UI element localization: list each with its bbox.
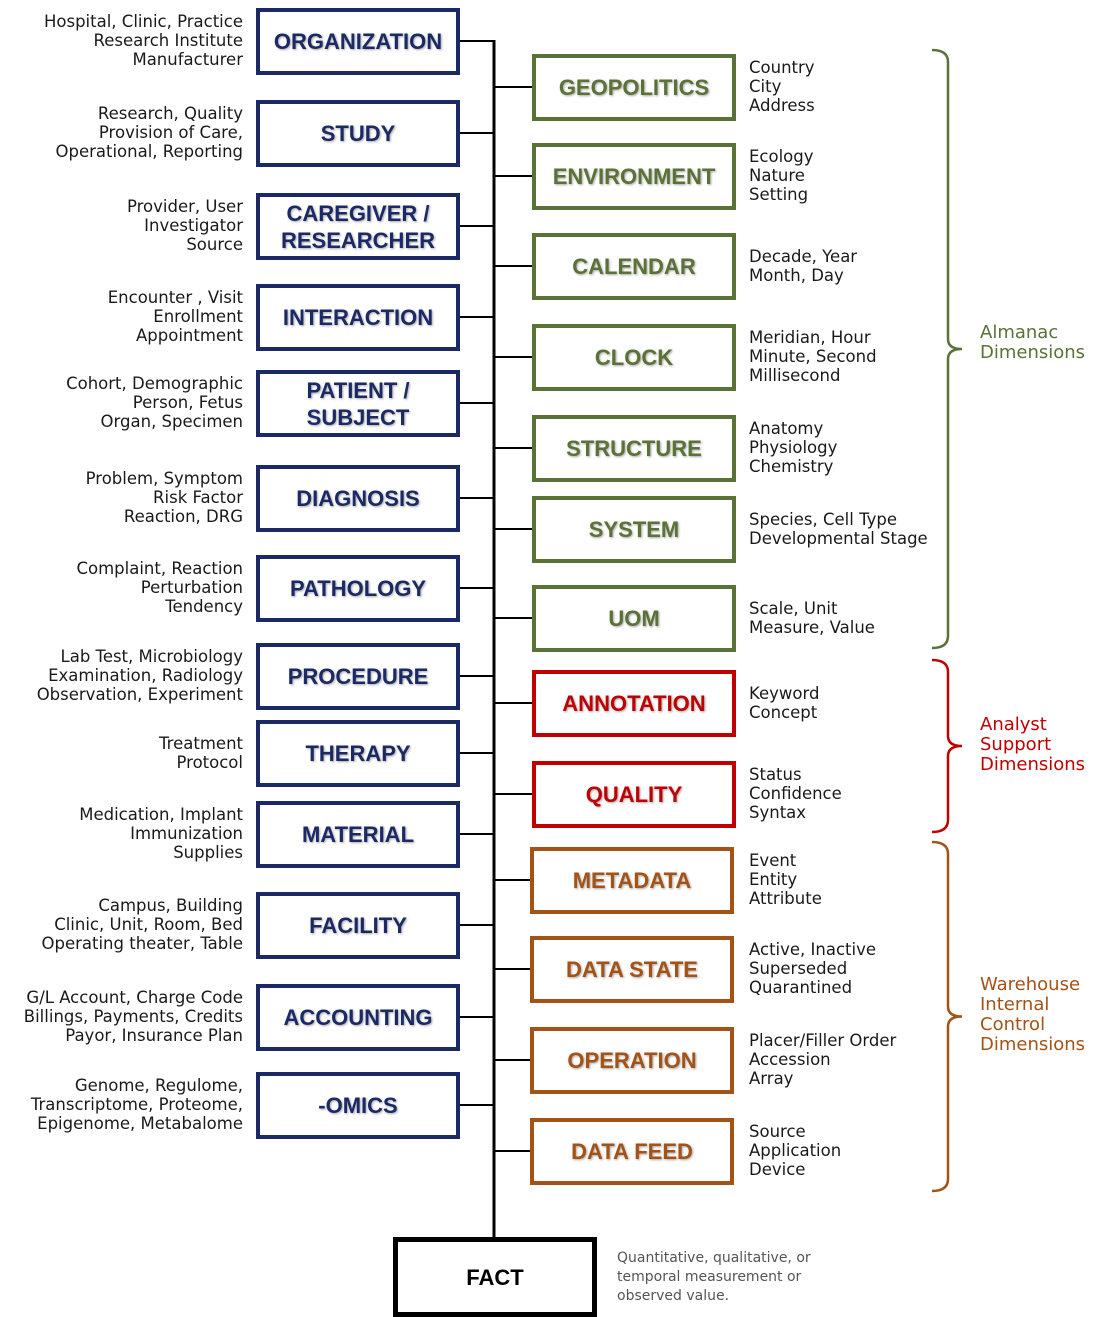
dimension-description-data-feed: Source Application Device bbox=[749, 1122, 842, 1179]
dimension-description-interaction: Encounter , Visit Enrollment Appointment bbox=[107, 288, 243, 345]
dimension-box-omics: -OMICS bbox=[256, 1072, 460, 1139]
dimension-box-study: STUDY bbox=[256, 100, 460, 167]
fact-box: FACT bbox=[393, 1237, 597, 1317]
dimension-description-operation: Placer/Filler Order Accession Array bbox=[749, 1031, 897, 1088]
dimension-box-facility: FACILITY bbox=[256, 892, 460, 959]
brace-warehouse bbox=[931, 840, 963, 1193]
dimension-description-procedure: Lab Test, Microbiology Examination, Radi… bbox=[36, 647, 243, 704]
dimension-description-study: Research, Quality Provision of Care, Ope… bbox=[55, 104, 243, 161]
dimension-box-material: MATERIAL bbox=[256, 801, 460, 868]
dimension-description-quality: Status Confidence Syntax bbox=[749, 765, 842, 822]
fact-description: Quantitative, qualitative, or temporal m… bbox=[617, 1250, 811, 1304]
dimension-box-metadata: METADATA bbox=[530, 847, 734, 914]
dimension-box-interaction: INTERACTION bbox=[256, 284, 460, 351]
dimension-box-data-feed: DATA FEED bbox=[530, 1118, 734, 1185]
dimension-box-caregiver-researcher: CAREGIVER / RESEARCHER bbox=[256, 193, 460, 260]
dimension-box-procedure: PROCEDURE bbox=[256, 643, 460, 710]
dimension-box-geopolitics: GEOPOLITICS bbox=[532, 54, 736, 121]
dimension-description-metadata: Event Entity Attribute bbox=[749, 851, 822, 908]
dimension-description-system: Species, Cell Type Developmental Stage bbox=[749, 509, 928, 548]
dimension-description-organization: Hospital, Clinic, Practice Research Inst… bbox=[43, 12, 243, 69]
brace-analyst bbox=[931, 658, 963, 834]
dimension-description-diagnosis: Problem, Symptom Risk Factor Reaction, D… bbox=[85, 469, 243, 526]
brace-almanac bbox=[931, 48, 963, 650]
dimension-box-calendar: CALENDAR bbox=[532, 233, 736, 300]
dimension-box-accounting: ACCOUNTING bbox=[256, 984, 460, 1051]
dimension-box-patient-subject: PATIENT / SUBJECT bbox=[256, 370, 460, 437]
dimension-box-data-state: DATA STATE bbox=[530, 936, 734, 1003]
dimension-box-environment: ENVIRONMENT bbox=[532, 143, 736, 210]
dimension-box-therapy: THERAPY bbox=[256, 720, 460, 787]
dimension-box-annotation: ANNOTATION bbox=[532, 670, 736, 737]
dimension-box-pathology: PATHOLOGY bbox=[256, 555, 460, 622]
dimension-box-system: SYSTEM bbox=[532, 496, 736, 563]
dimension-description-uom: Scale, Unit Measure, Value bbox=[749, 598, 875, 637]
dimension-description-structure: Anatomy Physiology Chemistry bbox=[749, 419, 838, 476]
dimension-description-patient-subject: Cohort, Demographic Person, Fetus Organ,… bbox=[66, 374, 243, 431]
dimension-box-clock: CLOCK bbox=[532, 324, 736, 391]
dimension-description-pathology: Complaint, Reaction Perturbation Tendenc… bbox=[76, 559, 243, 616]
dimension-description-calendar: Decade, Year Month, Day bbox=[749, 246, 858, 285]
dimension-description-clock: Meridian, Hour Minute, Second Millisecon… bbox=[749, 328, 877, 385]
dimension-description-annotation: Keyword Concept bbox=[749, 683, 820, 722]
dimension-description-data-state: Active, Inactive Superseded Quarantined bbox=[749, 940, 877, 997]
dimension-box-uom: UOM bbox=[532, 585, 736, 652]
group-label-analyst: Analyst Support Dimensions bbox=[980, 714, 1086, 775]
dimension-box-operation: OPERATION bbox=[530, 1027, 734, 1094]
group-label-almanac: Almanac Dimensions bbox=[980, 322, 1086, 363]
dimension-description-geopolitics: Country City Address bbox=[749, 58, 815, 115]
dimension-description-accounting: G/L Account, Charge Code Billings, Payme… bbox=[23, 988, 243, 1045]
dimension-description-environment: Ecology Nature Setting bbox=[749, 147, 814, 204]
dimension-description-therapy: Treatment Protocol bbox=[159, 733, 243, 772]
dimension-description-omics: Genome, Regulome, Transcriptome, Proteom… bbox=[30, 1076, 243, 1133]
dimension-description-caregiver-researcher: Provider, User Investigator Source bbox=[126, 197, 243, 254]
group-label-warehouse: Warehouse Internal Control Dimensions bbox=[980, 974, 1086, 1055]
dimension-box-organization: ORGANIZATION bbox=[256, 8, 460, 75]
dimension-box-structure: STRUCTURE bbox=[532, 415, 736, 482]
dimension-description-facility: Campus, Building Clinic, Unit, Room, Bed… bbox=[41, 896, 244, 953]
dimension-description-material: Medication, Implant Immunization Supplie… bbox=[79, 805, 243, 862]
dimension-box-quality: QUALITY bbox=[532, 761, 736, 828]
dimension-box-diagnosis: DIAGNOSIS bbox=[256, 465, 460, 532]
